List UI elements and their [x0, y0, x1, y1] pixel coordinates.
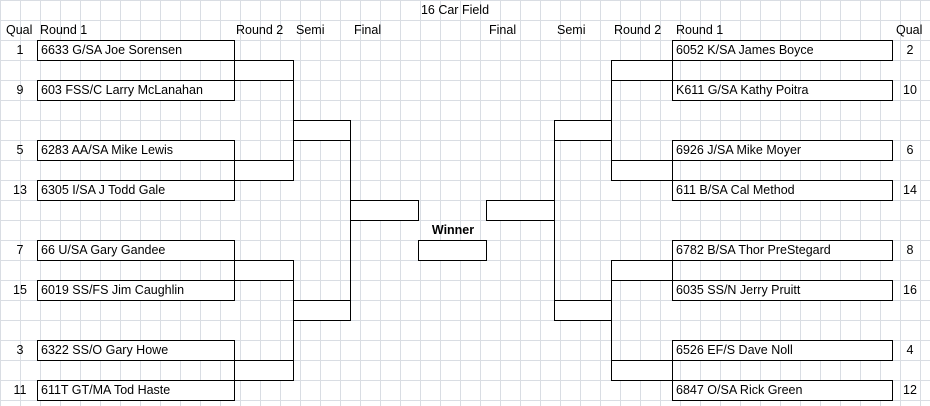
sheet-title[interactable]: 16 Car Field [420, 3, 490, 17]
left-round1-entry-4[interactable]: 6305 I/SA J Todd Gale [37, 180, 235, 201]
right-round1-entry-1[interactable]: 6052 K/SA James Boyce [672, 40, 893, 61]
right-round2-slot-3[interactable] [611, 260, 673, 281]
right-qual-8[interactable]: 12 [903, 383, 917, 397]
left-semi-connector-1 [293, 80, 294, 121]
left-final-connector-top [350, 140, 351, 201]
left-qual-6[interactable]: 15 [13, 283, 27, 297]
left-round1-entry-8[interactable]: 611T GT/MA Tod Haste [37, 380, 235, 401]
header-final-right[interactable]: Final [489, 23, 517, 37]
left-round2-slot-3[interactable] [234, 260, 294, 281]
right-round2-slot-2[interactable] [611, 160, 673, 181]
header-semi-left[interactable]: Semi [296, 23, 325, 37]
right-semi-connector-1 [611, 80, 612, 121]
left-round2-slot-4[interactable] [234, 360, 294, 381]
left-semi-connector-4 [293, 320, 294, 361]
left-qual-2[interactable]: 9 [16, 83, 24, 97]
right-final-connector-bottom [554, 220, 555, 301]
header-round2-right[interactable]: Round 2 [614, 23, 662, 37]
left-round1-entry-1[interactable]: 6633 G/SA Joe Sorensen [37, 40, 235, 61]
right-final-slot[interactable] [486, 200, 555, 221]
header-round2-left[interactable]: Round 2 [236, 23, 284, 37]
right-round1-entry-8[interactable]: 6847 O/SA Rick Green [672, 380, 893, 401]
header-qual-right[interactable]: Qual [896, 23, 923, 37]
left-qual-3[interactable]: 5 [16, 143, 24, 157]
left-qual-7[interactable]: 3 [16, 343, 24, 357]
right-qual-4[interactable]: 14 [903, 183, 917, 197]
left-round1-entry-5[interactable]: 66 U/SA Gary Gandee [37, 240, 235, 261]
right-semi-slot-1[interactable] [554, 120, 612, 141]
right-qual-5[interactable]: 8 [906, 243, 914, 257]
left-semi-slot-1[interactable] [293, 120, 351, 141]
right-round2-slot-1[interactable] [611, 60, 673, 81]
right-semi-slot-2[interactable] [554, 300, 612, 321]
right-round2-slot-4[interactable] [611, 360, 673, 381]
header-qual-left[interactable]: Qual [6, 23, 33, 37]
left-qual-8[interactable]: 11 [13, 383, 27, 397]
right-semi-connector-3 [611, 280, 612, 301]
winner-slot[interactable] [418, 240, 487, 261]
left-round1-entry-7[interactable]: 6322 SS/O Gary Howe [37, 340, 235, 361]
left-round2-slot-2[interactable] [234, 160, 294, 181]
right-qual-7[interactable]: 4 [906, 343, 914, 357]
right-qual-2[interactable]: 10 [903, 83, 917, 97]
right-qual-1[interactable]: 2 [906, 43, 914, 57]
left-semi-connector-2 [293, 140, 294, 161]
right-round1-entry-5[interactable]: 6782 B/SA Thor PreStegard [672, 240, 893, 261]
right-final-connector-top [554, 140, 555, 201]
left-final-connector-bottom [350, 220, 351, 301]
winner-label[interactable]: Winner [431, 223, 475, 237]
header-final-left[interactable]: Final [354, 23, 382, 37]
left-final-slot[interactable] [350, 200, 419, 221]
right-qual-3[interactable]: 6 [906, 143, 914, 157]
right-round1-entry-4[interactable]: 611 B/SA Cal Method [672, 180, 893, 201]
right-round1-entry-7[interactable]: 6526 EF/S Dave Noll [672, 340, 893, 361]
left-semi-slot-2[interactable] [293, 300, 351, 321]
left-round1-entry-3[interactable]: 6283 AA/SA Mike Lewis [37, 140, 235, 161]
left-round2-slot-1[interactable] [234, 60, 294, 81]
right-round1-entry-2[interactable]: K611 G/SA Kathy Poitra [672, 80, 893, 101]
header-semi-right[interactable]: Semi [557, 23, 586, 37]
header-round1-right[interactable]: Round 1 [676, 23, 724, 37]
right-round1-entry-3[interactable]: 6926 J/SA Mike Moyer [672, 140, 893, 161]
right-round1-entry-6[interactable]: 6035 SS/N Jerry Pruitt [672, 280, 893, 301]
left-qual-1[interactable]: 1 [16, 43, 24, 57]
right-semi-connector-2 [611, 140, 612, 161]
right-qual-6[interactable]: 16 [903, 283, 917, 297]
left-qual-5[interactable]: 7 [16, 243, 24, 257]
left-round1-entry-2[interactable]: 603 FSS/C Larry McLanahan [37, 80, 235, 101]
left-semi-connector-3 [293, 280, 294, 301]
header-round1-left[interactable]: Round 1 [40, 23, 88, 37]
right-semi-connector-4 [611, 320, 612, 361]
left-round1-entry-6[interactable]: 6019 SS/FS Jim Caughlin [37, 280, 235, 301]
left-qual-4[interactable]: 13 [13, 183, 27, 197]
